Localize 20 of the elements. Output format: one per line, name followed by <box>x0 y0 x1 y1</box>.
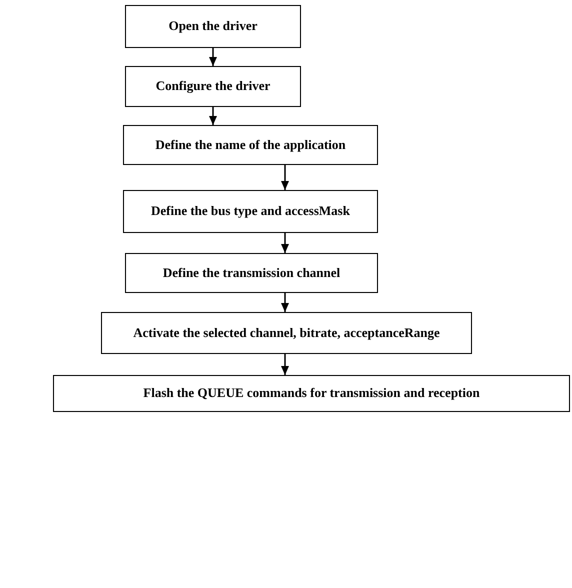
arrow <box>209 48 217 66</box>
arrow <box>281 165 289 190</box>
step-text: Flash the QUEUE commands for transmission and reception <box>143 385 480 402</box>
arrow <box>281 293 289 312</box>
process-box <box>101 312 472 354</box>
process-box <box>53 375 570 412</box>
arrow <box>209 107 217 125</box>
process-box <box>125 66 301 107</box>
process-box <box>123 190 378 233</box>
step-text: Activate the selected channel, bitrate, acceptanceRange <box>133 324 440 342</box>
process-box <box>125 253 378 293</box>
step-text: Define the bus type and accessMask <box>151 203 350 220</box>
arrow <box>281 233 289 253</box>
process-box <box>123 125 378 165</box>
arrow <box>281 354 289 375</box>
process-box <box>125 5 301 48</box>
step-text: Define the name of the application <box>155 136 346 154</box>
step-text: Define the transmission channel <box>162 264 340 282</box>
step-text: Configure the driver <box>156 78 270 95</box>
step-text: Open the driver <box>168 18 258 35</box>
